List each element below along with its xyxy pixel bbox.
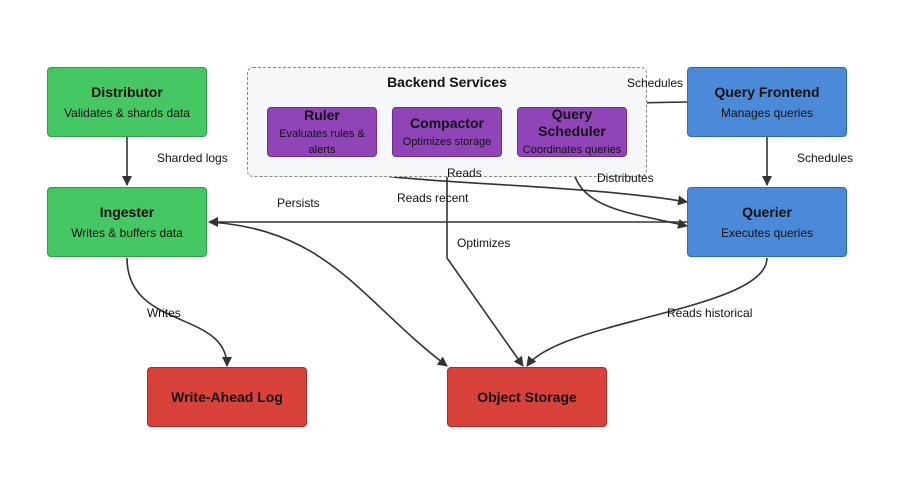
edge-querier-object-storage xyxy=(526,257,768,367)
node-title: Querier xyxy=(742,204,792,220)
ruler-node[interactable]: Ruler Evaluates rules & alerts xyxy=(267,107,377,157)
node-subtitle: Optimizes storage xyxy=(402,135,492,148)
edge-label-schedules-querier: Schedules xyxy=(797,151,854,165)
edge-ingester-object-storage xyxy=(208,221,448,367)
node-title: Ruler xyxy=(304,106,340,123)
edge-label-reads-historical: Reads historical xyxy=(667,306,753,320)
node-subtitle: Evaluates rules & alerts xyxy=(279,127,365,156)
query-frontend-node[interactable]: Query Frontend Manages queries xyxy=(687,67,847,137)
node-title: Ingester xyxy=(99,204,155,220)
edge-ingester-wal xyxy=(126,257,232,367)
node-subtitle: Coordinates queries xyxy=(522,144,622,156)
querier-node[interactable]: Querier Executes queries xyxy=(687,187,847,257)
query-scheduler-node[interactable]: Query Scheduler Coordinates queries xyxy=(517,106,627,157)
node-subtitle: Executes queries xyxy=(720,226,814,240)
edge-compactor-object-storage xyxy=(446,158,524,367)
edge-label-reads: Reads xyxy=(447,166,482,180)
group-title: Backend Services xyxy=(387,74,507,90)
node-subtitle: Manages queries xyxy=(720,106,814,120)
node-title: Compactor xyxy=(410,114,484,131)
edge-label-writes: Writes xyxy=(147,306,181,320)
ingester-node[interactable]: Ingester Writes & buffers data xyxy=(47,187,207,257)
write-ahead-log-node[interactable]: Write-Ahead Log xyxy=(147,367,307,427)
edge-label-schedules-frontend: Schedules xyxy=(627,76,684,90)
node-title: Distributor xyxy=(91,84,163,100)
node-title: Object Storage xyxy=(477,389,577,405)
compactor-node[interactable]: Compactor Optimizes storage xyxy=(392,107,502,157)
distributor-node[interactable]: Distributor Validates & shards data xyxy=(47,67,207,137)
object-storage-node[interactable]: Object Storage xyxy=(447,367,607,427)
edge-label-distributes: Distributes xyxy=(597,171,654,185)
edge-label-optimizes: Optimizes xyxy=(457,236,511,250)
node-subtitle: Validates & shards data xyxy=(64,106,190,120)
edge-label-reads-recent: Reads recent xyxy=(397,191,469,205)
node-subtitle: Writes & buffers data xyxy=(71,226,183,240)
node-title: Query Scheduler xyxy=(538,106,606,139)
edge-label-persists: Persists xyxy=(277,196,320,210)
edge-label-sharded-logs: Sharded logs xyxy=(157,151,228,165)
node-title: Query Frontend xyxy=(714,84,820,100)
node-title: Write-Ahead Log xyxy=(171,389,283,405)
